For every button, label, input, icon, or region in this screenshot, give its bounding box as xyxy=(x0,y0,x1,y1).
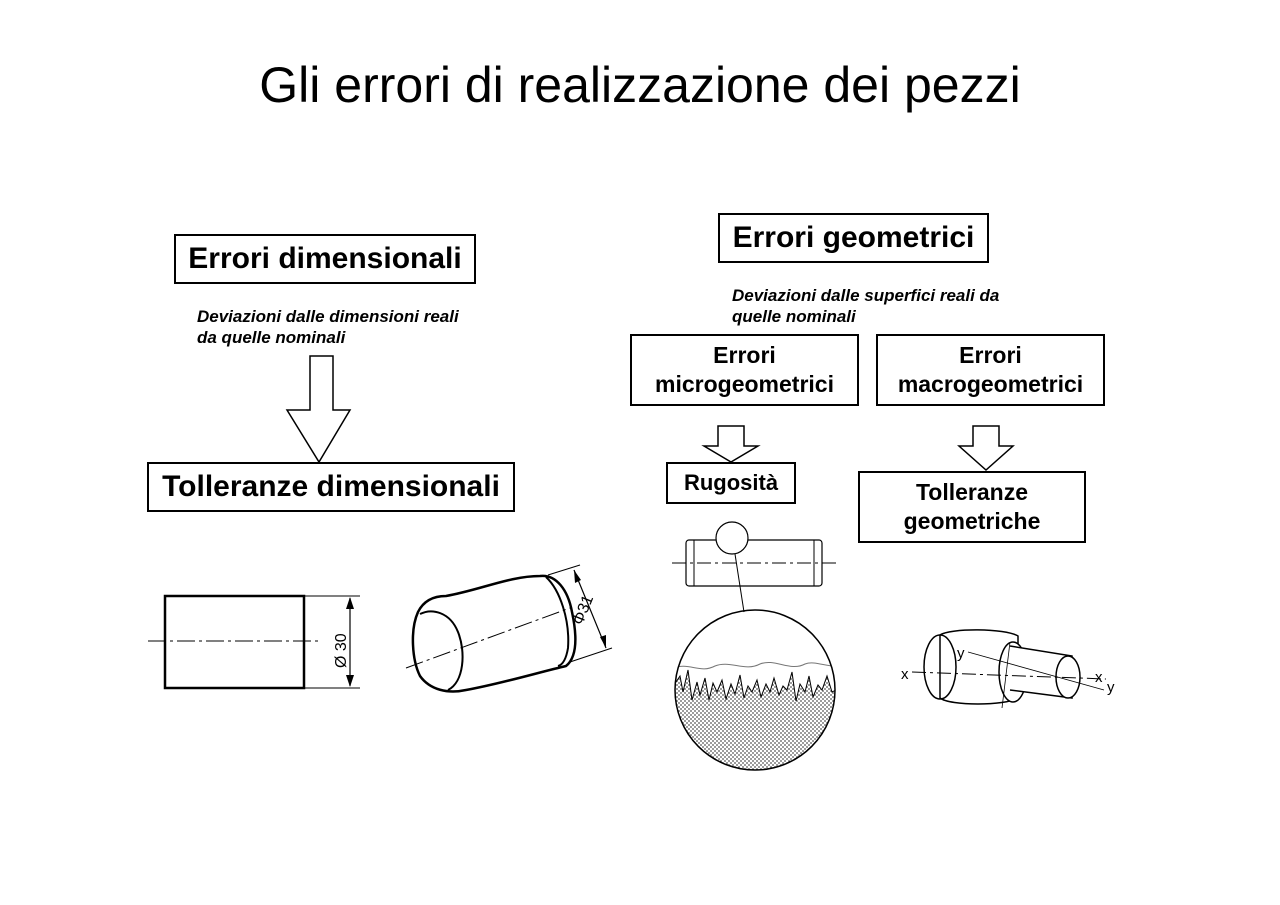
nominal-cylinder-drawing xyxy=(148,594,360,690)
arrow-down-micro-icon xyxy=(701,425,761,463)
errori-microgeometrici-box: Errori microgeometrici xyxy=(630,334,859,406)
tolleranze-geometriche-line2: geometriche xyxy=(903,508,1041,534)
arrow-down-macro-icon xyxy=(957,425,1015,472)
errori-geometrici-box: Errori geometrici xyxy=(718,213,989,263)
errori-macrogeometrici-box: Errori macrogeometrici xyxy=(876,334,1105,406)
micro-line2: microgeometrici xyxy=(655,371,834,397)
macro-line2: macrogeometrici xyxy=(897,371,1084,397)
rugosita-box: Rugosità xyxy=(666,462,796,504)
axis-y-left-label: y xyxy=(957,645,965,662)
axis-x-left-label: x xyxy=(901,666,909,683)
real-diameter-label: Φ31 xyxy=(570,593,597,628)
dimensional-description: Deviazioni dalle dimensioni reali da que… xyxy=(197,306,497,348)
arrow-down-dimensional-icon xyxy=(285,355,352,464)
tolleranze-geometriche-line1: Tolleranze xyxy=(915,479,1029,505)
tolleranze-geometriche-box: Tolleranze geometriche xyxy=(858,471,1086,543)
geometric-description-line2: quelle nominali xyxy=(732,307,856,326)
shaft-drawing xyxy=(911,629,1107,709)
tolleranze-dimensionali-label: Tolleranze dimensionali xyxy=(162,470,500,503)
roughness-drawing xyxy=(672,521,836,771)
tolleranze-dimensionali-box: Tolleranze dimensionali xyxy=(147,462,515,512)
errori-geometrici-label: Errori geometrici xyxy=(732,221,975,254)
rugosita-label: Rugosità xyxy=(683,470,779,495)
geometric-description: Deviazioni dalle superfici reali da quel… xyxy=(732,285,1052,327)
page-title: Gli errori di realizzazione dei pezzi xyxy=(259,57,1021,113)
errori-dimensionali-label: Errori dimensionali xyxy=(188,242,462,275)
nominal-diameter-label: Ø 30 xyxy=(333,633,350,668)
dimensional-description-line2: da quelle nominali xyxy=(197,328,346,347)
dimensional-description-line1: Deviazioni dalle dimensioni reali xyxy=(197,307,459,326)
errori-dimensionali-box: Errori dimensionali xyxy=(174,234,476,284)
axis-x-right-label: x xyxy=(1095,669,1103,686)
geometric-description-line1: Deviazioni dalle superfici reali da xyxy=(732,286,1000,305)
axis-y-right-label: y xyxy=(1107,679,1115,696)
real-cylinder-drawing xyxy=(405,564,613,693)
macro-line1: Errori xyxy=(959,342,1022,368)
micro-line1: Errori xyxy=(713,342,776,368)
